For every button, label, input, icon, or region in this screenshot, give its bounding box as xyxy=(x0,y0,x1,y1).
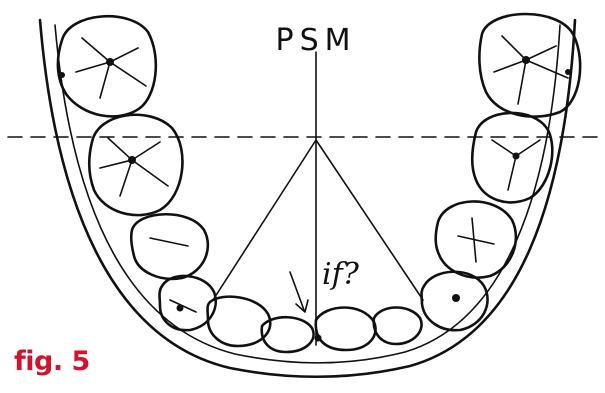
left-angle-line xyxy=(213,140,316,300)
incisor-central-left xyxy=(315,308,376,351)
left-premolar-1 xyxy=(131,214,208,279)
right-premolar-2 xyxy=(472,113,552,202)
right-canine xyxy=(422,272,488,330)
left-molar-2 xyxy=(89,115,182,215)
annotation-text: if? xyxy=(322,257,360,292)
midline-label: PSM xyxy=(275,23,356,58)
figure-label: fig. 5 xyxy=(14,346,90,377)
incisor-central-right xyxy=(374,308,422,345)
arrow-indicator xyxy=(290,272,308,312)
left-molar-1 xyxy=(58,16,156,116)
right-premolar-1 xyxy=(436,201,516,277)
right-molar-1 xyxy=(479,14,580,117)
